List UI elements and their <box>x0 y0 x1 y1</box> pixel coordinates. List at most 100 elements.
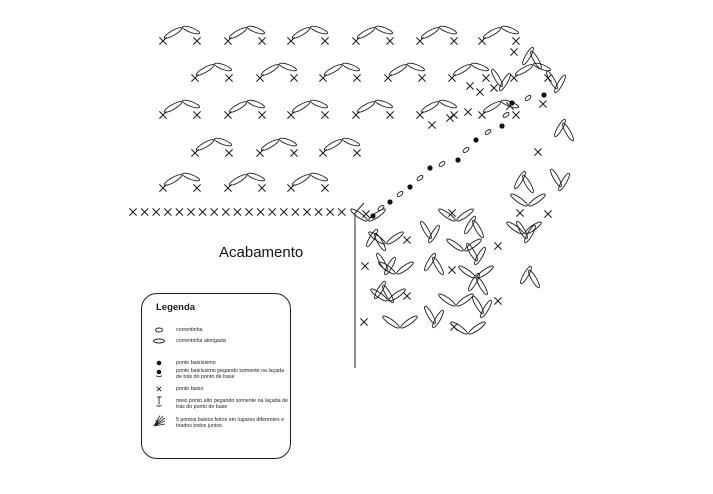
single-crochet-mark <box>510 48 518 56</box>
elongated-chain-mark <box>420 101 440 113</box>
elongated-chain-mark <box>520 265 532 285</box>
elongated-chain-mark <box>428 224 440 244</box>
elongated-chain-mark <box>546 70 558 90</box>
single-crochet-mark <box>290 149 298 157</box>
single-crochet-mark <box>258 184 266 192</box>
single-crochet-mark <box>446 114 454 122</box>
chain-mark <box>377 205 385 211</box>
single-crochet-mark <box>290 74 298 82</box>
single-crochet-mark <box>544 210 552 218</box>
elongated-chain-mark <box>228 27 248 39</box>
single-crochet-mark <box>448 209 456 217</box>
elongated-chain-mark <box>506 221 524 235</box>
single-crochet-mark <box>198 208 207 216</box>
single-crochet-mark <box>476 88 484 96</box>
legend-label: ponto baixíssimo pegando somente na laça… <box>176 368 285 381</box>
single-crochet-mark <box>256 208 265 216</box>
elongated-chain-mark <box>501 25 519 35</box>
elongated-chain-mark <box>368 231 386 245</box>
single-crochet-mark <box>464 108 472 116</box>
slip-stitch-mark <box>499 123 505 129</box>
elongated-chain-mark <box>279 62 297 72</box>
elongated-chain-mark <box>510 193 528 207</box>
single-crochet-mark <box>193 111 201 119</box>
elongated-chain-mark <box>195 139 215 151</box>
elongated-chain-mark <box>438 208 456 222</box>
single-crochet-mark <box>279 208 288 216</box>
elongated-chain-mark <box>342 62 360 72</box>
elongated-chain-mark <box>384 256 396 276</box>
elongated-chain-mark <box>388 288 406 302</box>
elongated-chain-mark <box>476 276 488 296</box>
elongated-chain-mark <box>163 27 183 39</box>
single-crochet-mark <box>494 242 502 250</box>
elongated-chain-mark <box>482 27 502 39</box>
single-crochet-mark <box>450 323 458 331</box>
elongated-chain-mark <box>310 25 328 35</box>
chain-stitch-icon <box>154 327 164 333</box>
single-crochet-mark <box>450 37 458 45</box>
elongated-chain-mark <box>452 64 472 76</box>
elongated-chain-mark <box>456 293 474 307</box>
elongated-chain-mark <box>214 62 232 72</box>
elongated-chain-mark <box>439 99 457 109</box>
sc5tog-icon <box>153 415 166 427</box>
elongated-chain-mark <box>368 208 386 222</box>
slip-stitch-mark <box>370 213 376 219</box>
elongated-chain-mark <box>400 315 418 329</box>
chain-mark <box>438 161 446 167</box>
chain-mark <box>396 191 404 197</box>
slip-stitch-mark <box>427 165 433 171</box>
elongated-chain-mark <box>228 101 248 113</box>
legend-label: ponto baixo <box>176 386 204 392</box>
elongated-chain-mark <box>424 305 436 325</box>
elongated-chain-mark <box>458 265 476 279</box>
single-crochet-mark <box>140 208 149 216</box>
elongated-chain-mark <box>522 174 534 194</box>
elongated-chain-mark <box>291 27 311 39</box>
elongated-chain-mark <box>550 168 562 188</box>
single-crochet-mark <box>303 208 311 216</box>
elongated-chain-mark <box>439 25 457 35</box>
single-crochet-mark <box>516 209 524 217</box>
single-crochet-mark <box>326 208 335 216</box>
elongated-chain-mark <box>420 220 432 240</box>
single-crochet-mark <box>534 148 542 156</box>
elongated-chain-mark <box>228 174 248 186</box>
single-crochet-mark <box>337 208 346 216</box>
single-crochet-mark <box>163 208 172 216</box>
single-crochet-mark <box>353 74 361 82</box>
chart-title: Acabamento <box>219 244 304 261</box>
elongated-chain-mark <box>182 172 200 182</box>
elongated-chain-mark <box>370 288 388 302</box>
single-crochet-mark <box>321 111 329 119</box>
single-crochet-mark <box>386 111 394 119</box>
elongated-chain-mark <box>480 299 492 319</box>
elongated-chain-mark <box>376 252 388 272</box>
elongated-chain-mark <box>491 68 503 88</box>
single-crochet-icon <box>156 386 162 392</box>
single-crochet-mark <box>129 208 137 216</box>
elongated-chain-mark <box>366 228 378 248</box>
elongated-chain-mark <box>382 315 400 329</box>
elongated-chain-mark <box>247 25 265 35</box>
single-crochet-mark <box>450 111 458 119</box>
chain-mark <box>484 129 492 135</box>
slip-stitch-mark <box>541 92 547 98</box>
elongated-chain-mark <box>396 261 414 275</box>
elongated-chain-mark <box>310 99 328 109</box>
single-crochet-mark <box>403 292 411 300</box>
legend-label: ponto baixíssimo <box>176 360 216 366</box>
slip-stitch-mark <box>455 157 461 163</box>
elongated-chain-mark <box>499 72 511 92</box>
elongated-chain-mark <box>279 137 297 147</box>
elongated-chain-mark <box>554 118 566 138</box>
elongated-chain-mark <box>163 101 183 113</box>
slip-stitch-mark <box>407 184 413 190</box>
single-crochet-mark <box>386 37 394 45</box>
elongated-chain-mark <box>474 246 486 266</box>
single-crochet-mark <box>152 208 161 216</box>
elongated-chain-mark <box>182 99 200 109</box>
single-crochet-mark <box>362 210 370 218</box>
single-crochet-mark <box>258 111 266 119</box>
